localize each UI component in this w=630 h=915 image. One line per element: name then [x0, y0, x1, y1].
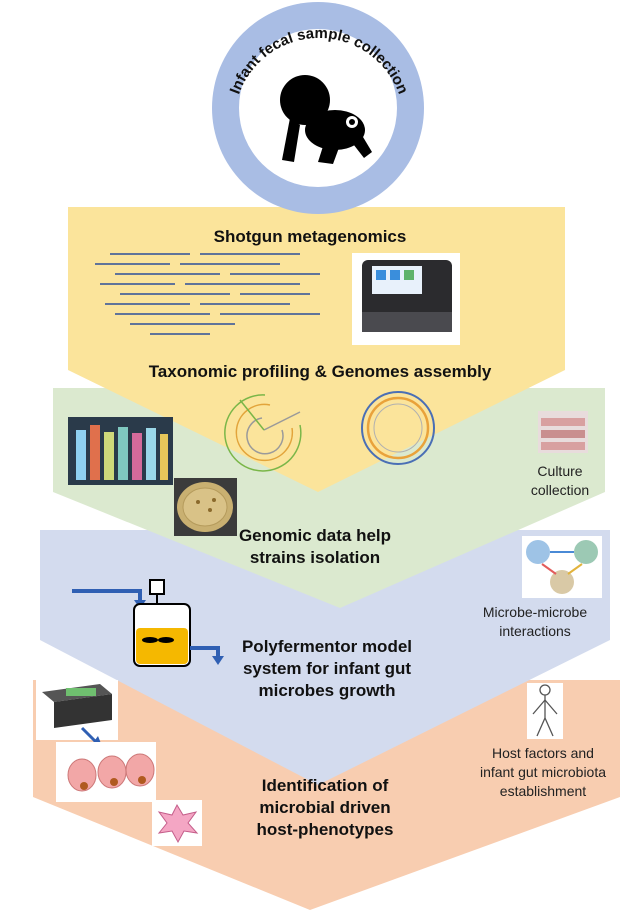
polyfermentor-line3: microbes growth	[258, 681, 396, 700]
taxonomic-label: Taxonomic profiling & Genomes assembly	[148, 362, 492, 381]
shotgun-label: Shotgun metagenomics	[213, 227, 407, 246]
polyfermentor-line1: Polyfermentor model	[241, 637, 413, 656]
identification-line1: Identification of	[261, 776, 389, 795]
identification-line3: host-phenotypes	[256, 820, 394, 839]
host-factors-label: Host factors and infant gut microbiota e…	[458, 744, 628, 801]
culture-collection-photo	[538, 411, 588, 453]
genomic-line2: strains isolation	[249, 548, 381, 567]
host-line2: infant gut microbiota	[479, 764, 607, 780]
sequencer-machine-icon	[352, 253, 460, 345]
genomic-line1: Genomic data help	[238, 526, 392, 545]
culture-line2: collection	[530, 482, 590, 498]
identification-label: Identification of microbial driven host-…	[225, 775, 425, 841]
genomic-label: Genomic data help strains isolation	[230, 525, 400, 569]
phylogenetic-tree-icon	[224, 394, 302, 472]
identification-line2: microbial driven	[259, 798, 391, 817]
culture-line1: Culture	[537, 463, 583, 479]
sequencing-reads	[95, 253, 320, 335]
microbe-network-icon	[522, 536, 602, 598]
blue-chevron	[40, 530, 610, 785]
host-line3: establishment	[499, 783, 587, 799]
culture-label: Culture collection	[515, 462, 605, 500]
polyfermentor-line2: system for infant gut	[242, 659, 412, 678]
orange-chevron	[33, 680, 620, 910]
petri-dish-photo	[174, 478, 237, 536]
gut-model-illustration	[36, 680, 202, 846]
microbe-interactions-label: Microbe-microbe interactions	[460, 603, 610, 641]
host-line1: Host factors and	[492, 745, 594, 761]
microbe-line1: Microbe-microbe	[482, 604, 588, 620]
microbe-line2: interactions	[499, 623, 571, 639]
green-chevron	[53, 388, 605, 608]
crawling-baby-icon	[280, 75, 372, 164]
genome-map-icon	[361, 391, 435, 465]
polyfermentor-label: Polyfermentor model system for infant gu…	[222, 636, 432, 702]
human-body-icon	[527, 683, 563, 739]
test-tubes-photo	[68, 417, 173, 485]
fermentor-icon	[72, 579, 224, 667]
